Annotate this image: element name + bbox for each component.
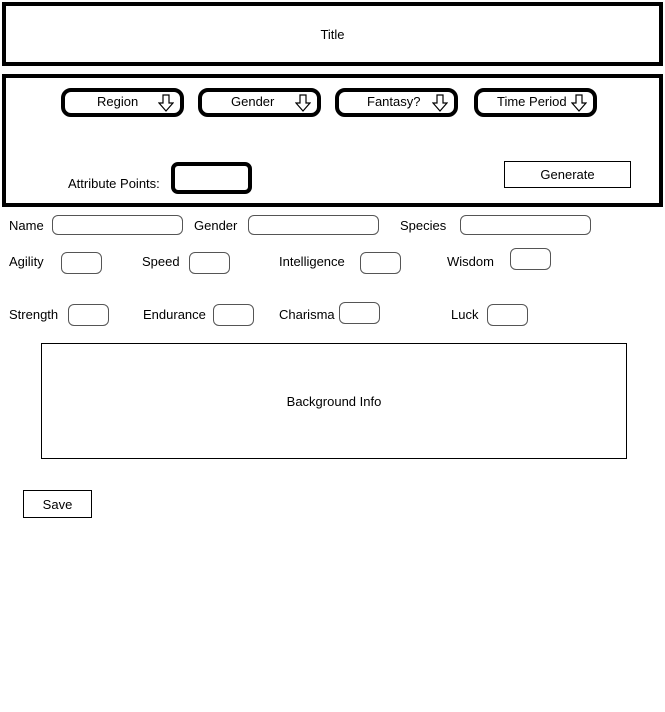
endurance-label: Endurance <box>143 307 206 322</box>
wisdom-label: Wisdom <box>447 254 494 269</box>
wisdom-input[interactable] <box>510 248 551 270</box>
speed-input[interactable] <box>189 252 230 274</box>
arrow-down-icon <box>571 94 587 112</box>
arrow-down-icon <box>295 94 311 112</box>
name-label: Name <box>9 218 44 233</box>
region-dropdown[interactable]: Region <box>61 88 184 117</box>
agility-label: Agility <box>9 254 44 269</box>
background-info-label: Background Info <box>286 393 382 409</box>
background-info-textarea[interactable]: Background Info <box>41 343 627 459</box>
title-bar: Title <box>2 2 663 66</box>
gender-dropdown-label: Gender <box>231 94 275 109</box>
attribute-points-label: Attribute Points: <box>68 176 160 191</box>
attribute-points-input[interactable] <box>171 162 252 194</box>
species-label: Species <box>400 218 447 233</box>
strength-input[interactable] <box>68 304 109 326</box>
endurance-input[interactable] <box>213 304 254 326</box>
strength-label: Strength <box>9 307 59 322</box>
charisma-label: Charisma <box>279 307 335 322</box>
name-field[interactable] <box>52 215 183 235</box>
luck-label: Luck <box>451 307 479 322</box>
page-title: Title <box>320 26 345 42</box>
intelligence-input[interactable] <box>360 252 401 274</box>
time-period-dropdown-label: Time Period <box>497 94 567 109</box>
gender-label: Gender <box>194 218 238 233</box>
fantasy-dropdown-label: Fantasy? <box>367 94 421 109</box>
agility-input[interactable] <box>61 252 102 274</box>
region-dropdown-label: Region <box>97 94 139 109</box>
gender-dropdown[interactable]: Gender <box>198 88 321 117</box>
gender-field[interactable] <box>248 215 379 235</box>
fantasy-dropdown[interactable]: Fantasy? <box>335 88 458 117</box>
time-period-dropdown[interactable]: Time Period <box>474 88 597 117</box>
speed-label: Speed <box>142 254 180 269</box>
species-field[interactable] <box>460 215 591 235</box>
intelligence-label: Intelligence <box>279 254 345 269</box>
options-panel <box>2 74 663 207</box>
generate-button[interactable]: Generate <box>504 161 631 188</box>
arrow-down-icon <box>432 94 448 112</box>
arrow-down-icon <box>158 94 174 112</box>
save-button[interactable]: Save <box>23 490 92 518</box>
luck-input[interactable] <box>487 304 528 326</box>
charisma-input[interactable] <box>339 302 380 324</box>
